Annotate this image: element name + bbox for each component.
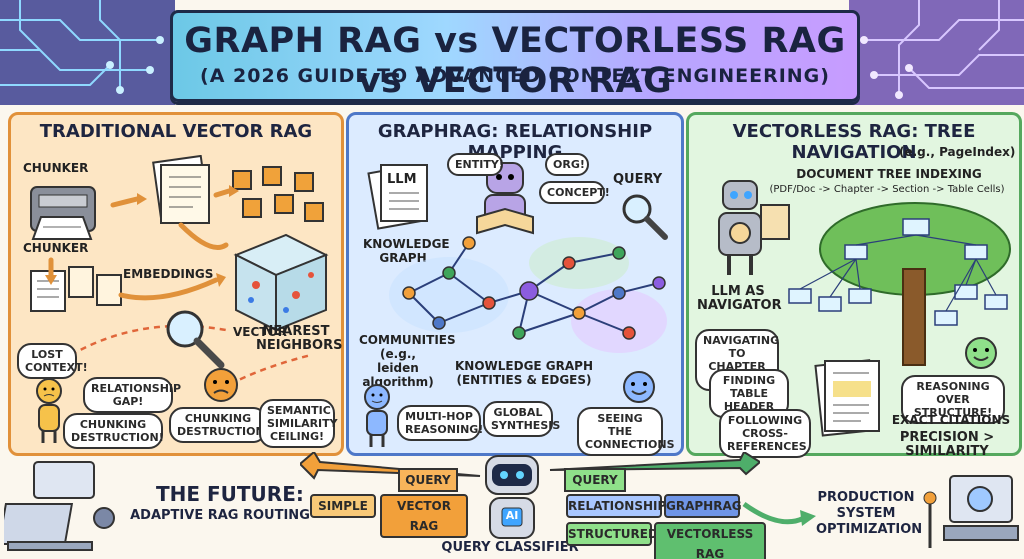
panel-vector-title: TRADITIONAL VECTOR RAG [39, 121, 313, 142]
simple-tag: SIMPLE [310, 494, 376, 518]
blue-character [364, 384, 390, 447]
green-character [965, 337, 997, 369]
to-production-arrow [742, 501, 816, 526]
document-tree [788, 202, 1011, 366]
page-subtitle: (A 2026 GUIDE TO ADVANCED CONTEXT ENGINE… [200, 65, 830, 87]
relationships-tag: RELATIONSHIPS [566, 494, 675, 518]
documents-stack-icon [152, 155, 210, 224]
vectorless-example: (e.g., PageIndex) [899, 145, 1016, 159]
flow-arrows [45, 185, 312, 397]
happy-character [623, 371, 655, 403]
llm-documents-icon [367, 164, 428, 230]
future-title: THE FUTURE: [156, 482, 304, 506]
vector-label: VECTOR [233, 325, 287, 339]
chunker-machine-icon [30, 186, 96, 240]
following-bubble: FOLLOWING CROSS-REFERENCES [719, 409, 811, 458]
panel-graphrag: GRAPHRAG: RELATIONSHIP MAPPING LLM ENTIT… [346, 112, 684, 456]
lost-context-bubble: LOST CONTEXT! [17, 343, 88, 379]
worried-character-center [204, 368, 238, 402]
vector-rag-tag: VECTOR RAG [380, 494, 468, 538]
communities-label: COMMUNITIES (e.g., leiden algorithm) [359, 333, 456, 389]
chunks-blocks-icon [232, 166, 324, 222]
entity-bubble: ENTITY! [447, 153, 504, 176]
query-classifier-label: QUERY CLASSIFIER [441, 540, 579, 555]
exact-citations-label: EXACT CITATIONS [891, 413, 1011, 427]
navigator-label: LLM AS NAVIGATOR [697, 284, 782, 313]
doc-tree-label: DOCUMENT TREE INDEXING [796, 167, 982, 181]
org-bubble: ORG! [545, 153, 589, 176]
concept-bubble: CONCEPT! [539, 181, 610, 204]
document-pages-icon [814, 359, 880, 437]
knowledge-graph-label: KNOWLEDGE GRAPH [363, 237, 450, 265]
structured-tag: STRUCTURED [566, 522, 658, 546]
vector-cube [233, 233, 329, 332]
query-classifier-robot [485, 455, 539, 539]
llm-doc-label: LLM [387, 172, 417, 187]
doc-path-label: (PDF/Doc -> Chapter -> Section -> Table … [769, 184, 1005, 195]
circuit-decoration-right [849, 0, 1024, 105]
panel-vector-rag: TRADITIONAL VECTOR RAG CHUNKER CHUNKER [8, 112, 344, 456]
worried-character-left [36, 378, 62, 443]
chunker-label-mid: CHUNKER [23, 241, 89, 255]
kg-entities-label: KNOWLEDGE GRAPH (ENTITIES & EDGES) [454, 359, 594, 387]
query-right-tag: QUERY [564, 468, 626, 492]
workstation-right-icon [923, 475, 1019, 548]
panel-vectorless-title: VECTORLESS RAG: TREE NAVIGATION [732, 121, 976, 163]
chunking-destruction-left-bubble: CHUNKING DESTRUCTION! [63, 413, 164, 449]
relationship-gap-bubble: RELATIONSHIP GAP! [83, 377, 181, 413]
graphrag-tag: GRAPHRAG [664, 494, 742, 518]
embeddings-label: EMBEDDINGS [123, 267, 214, 281]
panel-vectorless-rag: VECTORLESS RAG: TREE NAVIGATION (e.g., P… [686, 112, 1022, 459]
vectorless-rag-tag: VECTORLESS RAG [654, 522, 766, 559]
multi-hop-bubble: MULTI-HOP REASONING! [397, 405, 483, 441]
production-label: PRODUCTION SYSTEM OPTIMIZATION [816, 490, 923, 537]
query-left-tag: QUERY [398, 468, 458, 492]
knowledge-graph-network [389, 236, 667, 353]
future-subtitle: ADAPTIVE RAG ROUTING [130, 508, 310, 523]
reasoning-bubble: REASONING OVER STRUCTURE! [901, 375, 1005, 424]
page-title: GRAPH RAG vs VECTORLESS RAG vs VECTOR RA… [184, 21, 846, 101]
laptop-left-icon [4, 461, 115, 551]
graph-query-label: QUERY [613, 172, 663, 187]
chunker-label-top: CHUNKER [23, 161, 89, 175]
circuit-decoration-left [0, 0, 175, 105]
precision-label: PRECISION > SIMILARITY [899, 430, 995, 459]
seeing-connections-bubble: SEEING THE CONNECTIONS [577, 407, 675, 456]
title-banner: GRAPH RAG vs VECTORLESS RAG vs VECTOR RA… [170, 10, 860, 102]
chunking-destruction-center-bubble: CHUNKING DESTRUCTION! [169, 407, 270, 443]
ai-badge: AI [505, 509, 519, 522]
navigator-robot [718, 180, 790, 275]
graph-magnifier-icon [622, 194, 668, 240]
magnifier-icon [166, 310, 225, 369]
semantic-ceiling-bubble: SEMANTIC SIMILARITY CEILING! [259, 399, 338, 448]
global-synthesis-bubble: GLOBAL SYNTHESIS [483, 401, 560, 437]
nearest-neighbors-label: NEAREST NEIGHBORS [256, 324, 343, 353]
